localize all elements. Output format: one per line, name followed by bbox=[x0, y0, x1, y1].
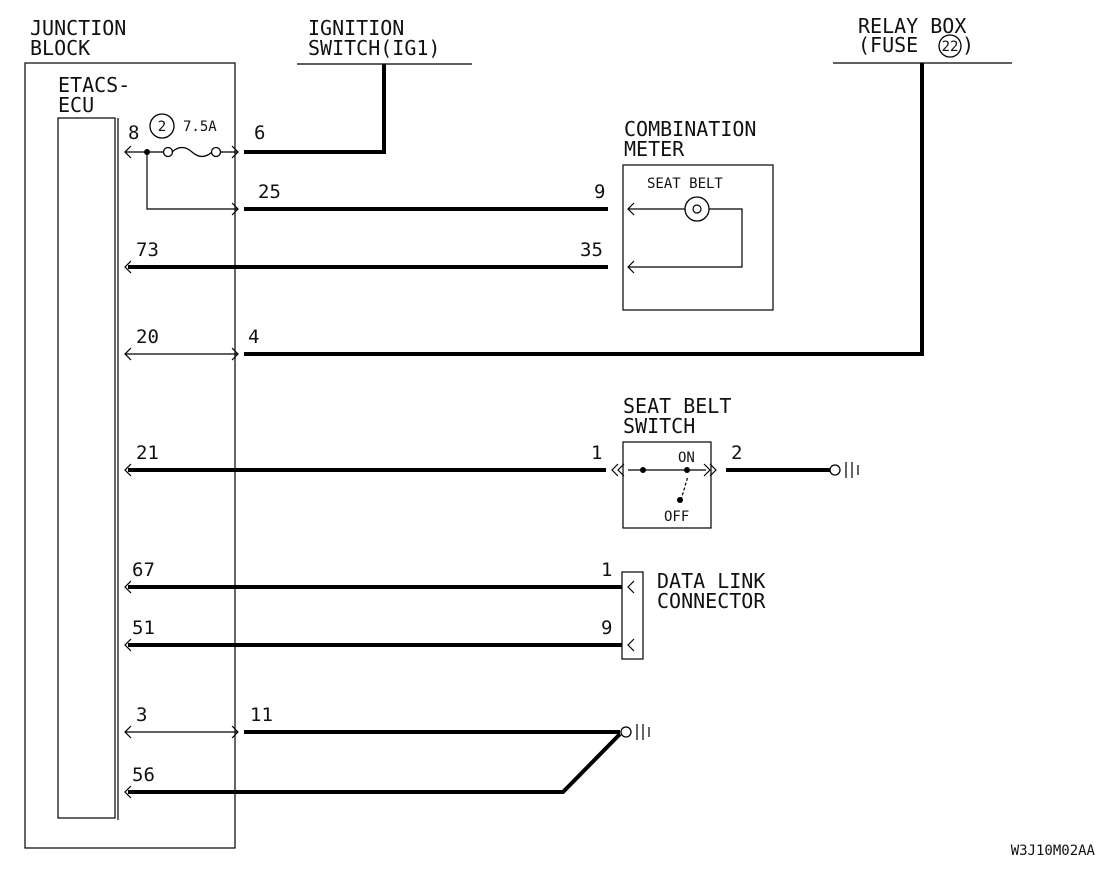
wire-ignition-to-pin-6 bbox=[244, 64, 386, 154]
switch-contact-off bbox=[677, 497, 683, 503]
connector-chevron-9 bbox=[617, 463, 625, 477]
ground-terminal-1 bbox=[829, 464, 841, 476]
fuse-number: 2 bbox=[158, 119, 166, 135]
fuse-number-circle bbox=[149, 113, 175, 139]
pin-jb-25: 25 bbox=[258, 181, 281, 203]
connector-chevron-0 bbox=[124, 145, 132, 159]
connector-chevron-11 bbox=[627, 580, 635, 594]
pin-meter-9: 9 bbox=[594, 181, 605, 203]
connector-chevron-9 bbox=[611, 463, 619, 477]
connector-chevron-6 bbox=[124, 347, 132, 361]
etacs-ecu-outline bbox=[57, 117, 116, 819]
connector-chevron-4 bbox=[627, 260, 635, 274]
pin-ecu-56: 56 bbox=[132, 764, 155, 786]
lamp-lead-right bbox=[628, 208, 743, 268]
switch-contact-on bbox=[684, 467, 690, 473]
seat-belt-switch-outline bbox=[622, 441, 712, 529]
switch-contact-left bbox=[640, 467, 646, 473]
connector-chevron-7 bbox=[231, 347, 239, 361]
fuse-terminal-right bbox=[210, 146, 222, 158]
fuse-2: 2 7.5A 8 6 bbox=[125, 113, 265, 210]
relay-box-label-2: (FUSE bbox=[858, 33, 918, 57]
connector-chevron-8 bbox=[124, 463, 132, 477]
data-link-connector-outline bbox=[621, 571, 644, 660]
connector-chevron-14 bbox=[124, 638, 132, 652]
pin-ecu-8: 8 bbox=[128, 122, 139, 144]
connector-chevron-5 bbox=[124, 260, 132, 274]
wire-relay-to-pin-4 bbox=[244, 63, 924, 356]
connector-chevron-16 bbox=[231, 725, 239, 739]
pin-ecu-67: 67 bbox=[132, 559, 155, 581]
connector-chevron-1 bbox=[231, 145, 239, 159]
connector-chevron-12 bbox=[627, 638, 635, 652]
connector-chevron-13 bbox=[124, 580, 132, 594]
connector-chevron-3 bbox=[627, 202, 635, 216]
relay-box: RELAY BOX (FUSE 22 ) bbox=[244, 14, 1012, 356]
junction-block-outline bbox=[24, 62, 236, 849]
etacs-ecu: ETACS-ECU bbox=[57, 73, 130, 820]
switch-off-label: OFF bbox=[664, 509, 689, 525]
pin-ecu-73: 73 bbox=[136, 239, 159, 261]
relay-fuse-number: 22 bbox=[942, 39, 959, 55]
connector-chevron-17 bbox=[124, 785, 132, 799]
seat-belt-indicator-label: SEAT BELT bbox=[647, 176, 723, 192]
pin-meter-35: 35 bbox=[580, 239, 603, 261]
ground-terminal-2 bbox=[620, 726, 632, 738]
pin-switch-2: 2 bbox=[731, 442, 742, 464]
relay-box-label-1: RELAY BOX bbox=[858, 14, 966, 38]
connector-chevron-10 bbox=[703, 463, 711, 477]
connector-chevron-15 bbox=[124, 725, 132, 739]
combination-meter-outline bbox=[622, 164, 774, 311]
pin-dlc-1: 1 bbox=[601, 559, 612, 581]
pin-jb-4: 4 bbox=[248, 326, 259, 348]
pin-jb-6: 6 bbox=[254, 122, 265, 144]
seat-belt-lamp-inner bbox=[692, 204, 702, 214]
connector-chevron-2 bbox=[231, 202, 239, 216]
switch-on-label: ON bbox=[678, 450, 695, 466]
fuse-terminal-left bbox=[162, 146, 174, 158]
switch-lever bbox=[680, 475, 689, 501]
relay-box-label-2-end: ) bbox=[962, 33, 974, 57]
connector-chevron-10 bbox=[709, 463, 717, 477]
pin-switch-1: 1 bbox=[591, 442, 602, 464]
connector-marks bbox=[124, 145, 717, 799]
pin-dlc-9: 9 bbox=[601, 617, 612, 639]
relay-fuse-number-circle bbox=[938, 34, 962, 58]
fuse-branch-to-25 bbox=[146, 152, 238, 210]
fuse-element bbox=[171, 146, 213, 158]
pin-ecu-21: 21 bbox=[136, 442, 159, 464]
fuse-rating: 7.5A bbox=[183, 119, 217, 135]
pin-ecu-51: 51 bbox=[132, 617, 155, 639]
figure-code: W3J10M02AA bbox=[1011, 843, 1096, 859]
pin-ecu-20: 20 bbox=[136, 326, 159, 348]
pin-jb-11: 11 bbox=[250, 704, 273, 726]
pin-ecu-3: 3 bbox=[136, 704, 147, 726]
seat-belt-lamp-icon bbox=[684, 196, 710, 222]
etacs-ecu-label: ETACS-ECU bbox=[58, 73, 130, 117]
wire-56-to-ground bbox=[128, 732, 622, 794]
